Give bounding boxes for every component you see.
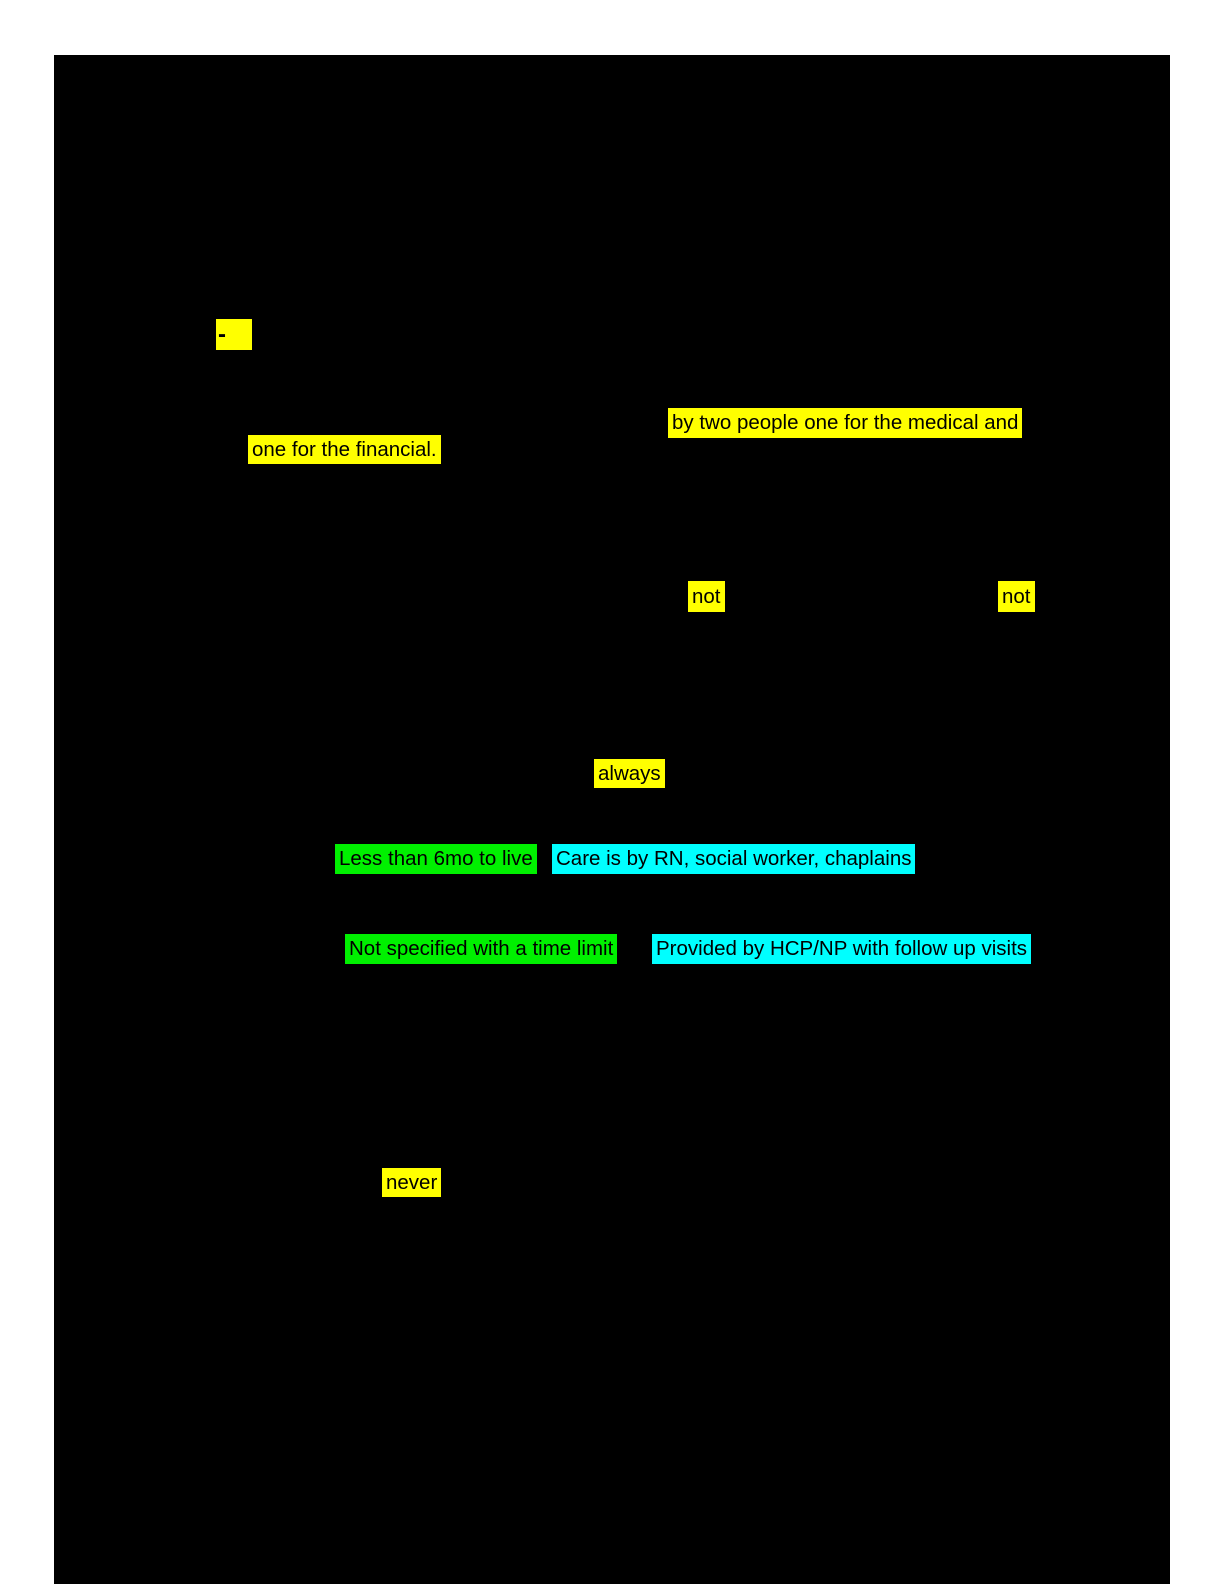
highlight-dash-bullet: - <box>216 319 252 350</box>
highlight-not-second: not <box>998 581 1035 612</box>
highlight-hospice-duration: Less than 6mo to live <box>335 844 537 874</box>
document-page: - by two people one for the medical and … <box>54 55 1170 1584</box>
dash-glyph: - <box>218 321 226 348</box>
highlight-hospice-care-team: Care is by RN, social worker, chaplains <box>552 844 916 874</box>
highlight-not-first: not <box>688 581 725 612</box>
highlight-medical-line: by two people one for the medical and <box>668 408 1023 438</box>
highlight-financial-line: one for the financial. <box>248 435 441 464</box>
highlight-palliative-duration: Not specified with a time limit <box>345 934 618 964</box>
highlight-palliative-care-team: Provided by HCP/NP with follow up visits <box>652 934 1032 964</box>
highlight-never: never <box>382 1168 442 1197</box>
highlight-always: always <box>594 759 665 788</box>
